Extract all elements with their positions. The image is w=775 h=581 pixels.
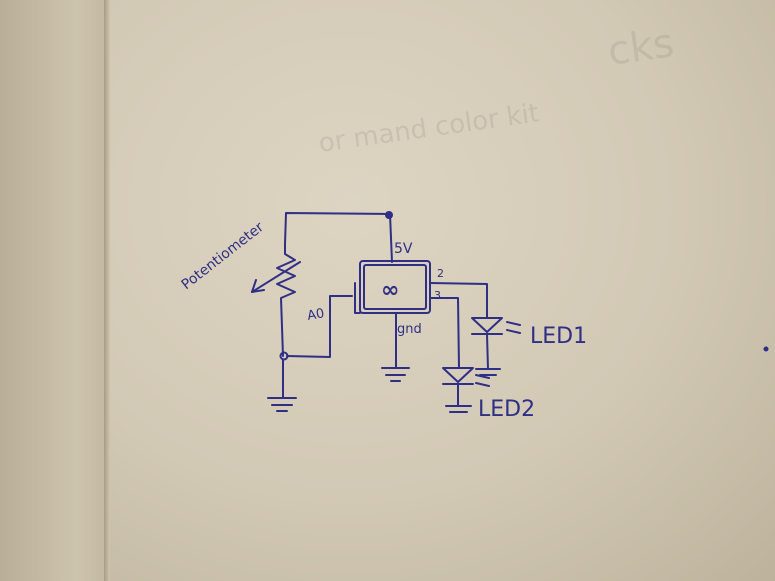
led-2-ground-icon bbox=[445, 405, 472, 413]
analog-wire bbox=[286, 295, 353, 358]
bleed-through-text-2: or mand color kit bbox=[317, 98, 541, 159]
arduino-board-inner bbox=[363, 264, 427, 310]
led-2-light-rays bbox=[475, 374, 490, 387]
potentiometer-label: Potentiometer bbox=[179, 219, 267, 293]
board-side-tab bbox=[354, 282, 361, 314]
pin-3-wire bbox=[429, 297, 460, 369]
analog-pin-label: A0 bbox=[306, 306, 326, 324]
supply-wire bbox=[284, 212, 393, 263]
led-1-ground-icon bbox=[475, 368, 501, 376]
board-infinity-logo: ∞ bbox=[381, 278, 399, 303]
left-notebook-page bbox=[0, 0, 108, 581]
led-1-label: LED1 bbox=[530, 324, 587, 349]
ground-label: gnd bbox=[397, 322, 422, 337]
pin-2-label: 2 bbox=[437, 267, 444, 280]
supply-label: 5V bbox=[394, 241, 413, 257]
potentiometer-wiper-arrowhead bbox=[251, 279, 265, 293]
potentiometer-resistor bbox=[276, 243, 296, 357]
led-1-light-rays bbox=[506, 321, 521, 334]
pin-2-wire bbox=[429, 282, 488, 319]
notebook-gutter bbox=[104, 0, 110, 581]
pin-3-label: 3 bbox=[434, 289, 441, 302]
ink-speck bbox=[763, 346, 769, 352]
led-2-diode bbox=[442, 367, 474, 383]
led-1-diode bbox=[471, 317, 503, 333]
potentiometer-ground-icon bbox=[267, 397, 297, 412]
potentiometer-wiper bbox=[251, 261, 301, 293]
led-1-ground-wire bbox=[486, 333, 489, 370]
bleed-through-text-1: cks bbox=[605, 20, 677, 75]
board-ground-icon bbox=[381, 367, 410, 382]
led-2-label: LED2 bbox=[478, 397, 535, 422]
supply-junction-dot bbox=[385, 211, 393, 219]
